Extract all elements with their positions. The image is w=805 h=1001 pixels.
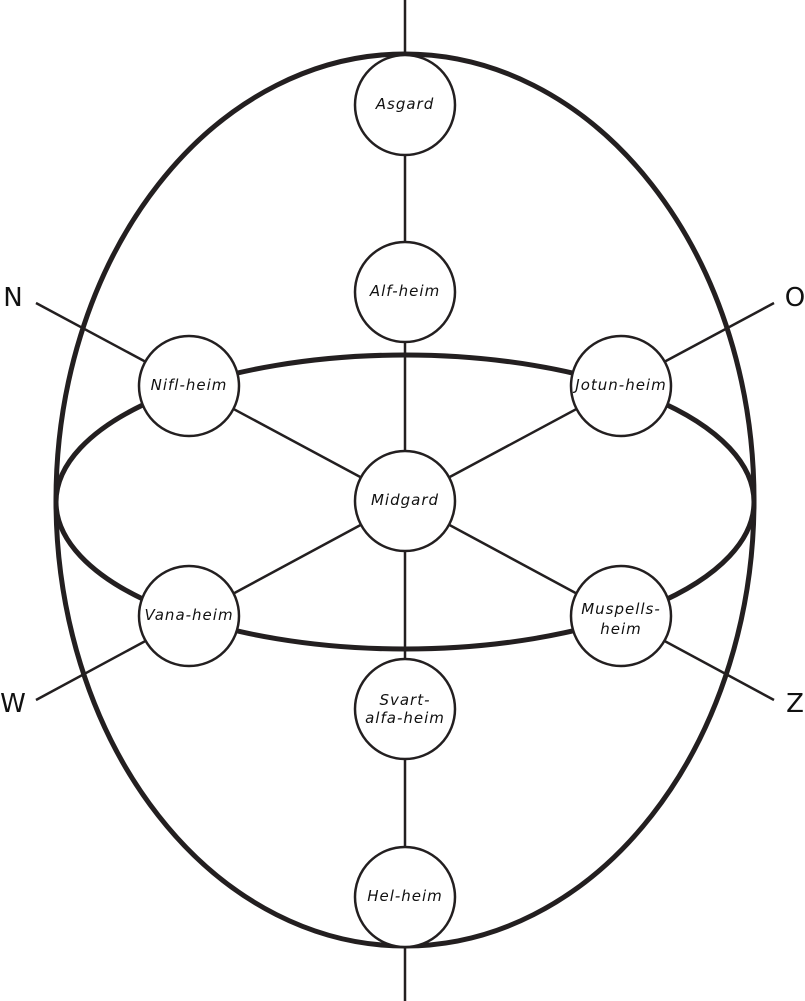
world-label: Svart- bbox=[379, 691, 430, 709]
direction-west: W bbox=[0, 689, 26, 719]
world-asgard: Asgard bbox=[353, 53, 457, 157]
world-label: Nifl-heim bbox=[151, 376, 228, 394]
world-label: Jotun-heim bbox=[572, 376, 666, 394]
horizontal-ellipse bbox=[53, 352, 757, 652]
world-jotunheim: Jotun-heim bbox=[569, 334, 673, 438]
world-label: Muspells- bbox=[581, 600, 661, 618]
world-helheim: Hel-heim bbox=[353, 845, 457, 949]
direction-east: O bbox=[785, 283, 805, 313]
world-label: Midgard bbox=[371, 491, 439, 509]
world-label: Alf-heim bbox=[369, 282, 440, 300]
world-alfheim: Alf-heim bbox=[353, 240, 457, 344]
world-niflheim: Nifl-heim bbox=[137, 334, 241, 438]
world-label: heim bbox=[600, 620, 642, 638]
world-muspellsheim: Muspells- heim bbox=[569, 564, 673, 668]
world-label: Vana-heim bbox=[144, 606, 233, 624]
world-label: alfa-heim bbox=[365, 709, 445, 727]
world-svartalfaheim: Svart- alfa-heim bbox=[353, 657, 457, 761]
world-vanaheim: Vana-heim bbox=[137, 564, 241, 668]
world-label: Asgard bbox=[375, 95, 434, 113]
world-midgard: Midgard bbox=[353, 449, 457, 553]
world-label: Hel-heim bbox=[367, 887, 443, 905]
direction-south: Z bbox=[786, 689, 804, 719]
direction-north: N bbox=[3, 283, 22, 313]
